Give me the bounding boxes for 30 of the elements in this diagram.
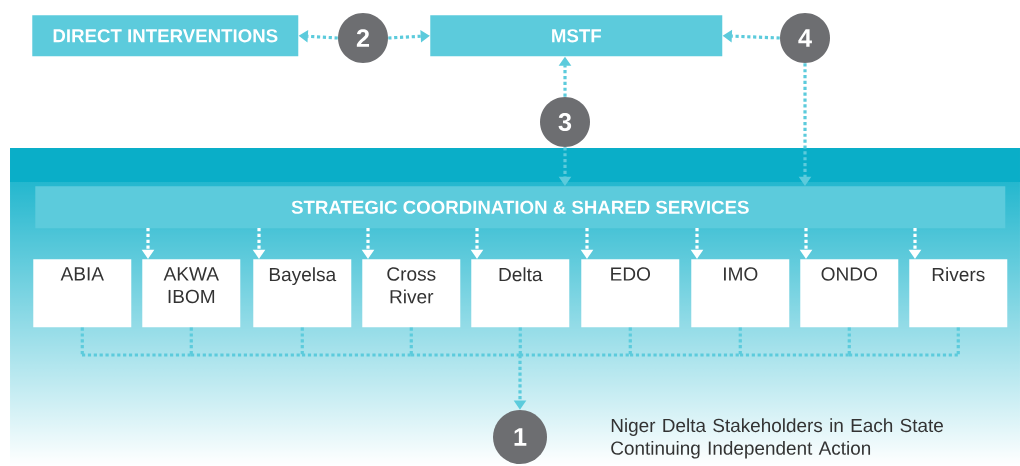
connector-line (189, 327, 193, 355)
state-box: Bayelsa (253, 259, 352, 328)
caption-text: Niger Delta Stakeholders in Each State Continuing Independent Action (611, 418, 943, 459)
state-box: Delta (471, 259, 570, 328)
connector-line (409, 327, 413, 355)
bus-line (82, 353, 191, 357)
state-box: ONDO (800, 259, 899, 328)
state-box: IMO (691, 259, 790, 328)
state-box: EDO (581, 259, 680, 328)
state-box: ABIA (33, 259, 132, 328)
connector-line (738, 327, 742, 355)
connector-line (518, 327, 522, 355)
bus-line (411, 353, 520, 357)
bus-line (740, 353, 849, 357)
state-box: Cross River (362, 259, 461, 328)
bus-line (302, 353, 411, 357)
state-box: Rivers (909, 259, 1008, 328)
process-box: DIRECT INTERVENTIONS (32, 15, 299, 57)
bus-line (849, 353, 958, 357)
connector-line (628, 327, 632, 355)
connector-line (956, 327, 960, 355)
state-box: AKWA IBOM (142, 259, 241, 328)
connector-line (847, 327, 851, 355)
process-box: MSTF (430, 15, 723, 57)
bus-line (191, 353, 302, 357)
connector-line (80, 327, 84, 355)
connector-line (300, 327, 304, 355)
bus-line (630, 353, 740, 357)
process-box: STRATEGIC COORDINATION & SHARED SERVICES (35, 186, 1006, 229)
bus-line (520, 353, 630, 357)
